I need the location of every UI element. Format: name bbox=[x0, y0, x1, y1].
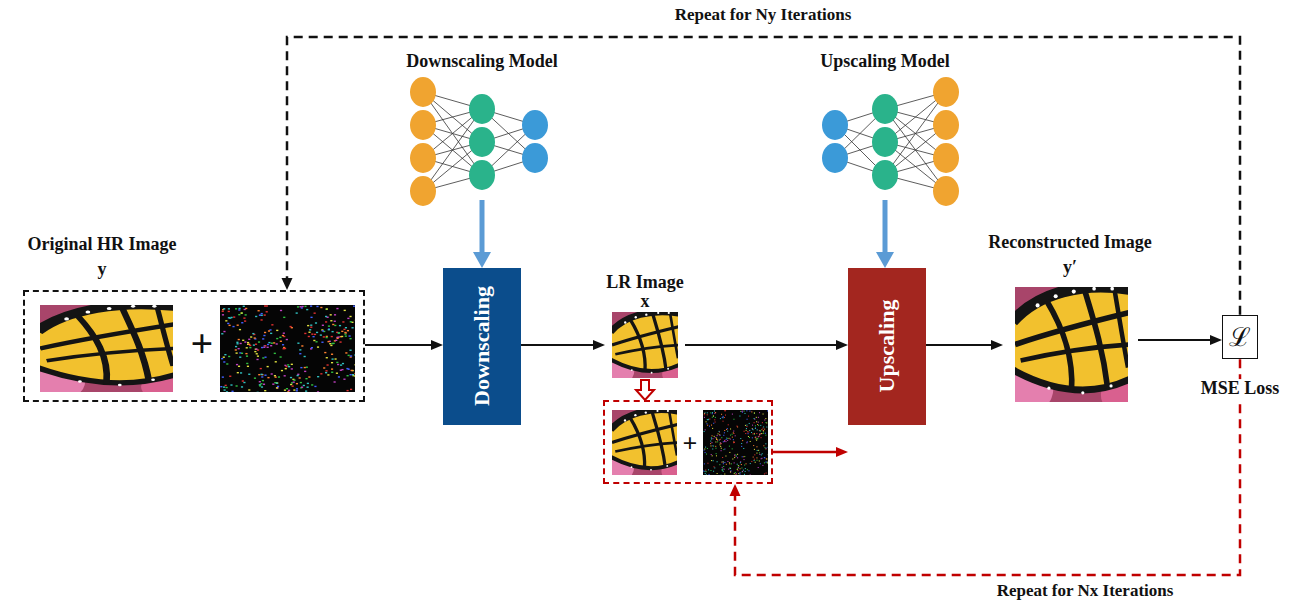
variable-name: y′ bbox=[1063, 258, 1077, 278]
image-group: LR Imagex bbox=[605, 272, 685, 380]
arrowhead bbox=[473, 252, 491, 268]
image-thumbnails bbox=[27, 287, 1133, 482]
butterfly-image bbox=[1004, 287, 1133, 414]
model-group: Upscaling Model bbox=[803, 50, 968, 200]
connector bbox=[521, 340, 605, 350]
perturbed-input-group: + bbox=[603, 400, 773, 484]
connector-line bbox=[521, 344, 595, 346]
butterfly-image bbox=[606, 410, 680, 482]
variable-name: x bbox=[641, 292, 650, 312]
model-title: Upscaling Model bbox=[820, 52, 950, 72]
connector-line bbox=[287, 37, 1240, 315]
network-neuron bbox=[933, 77, 959, 107]
network-neuron bbox=[933, 110, 959, 140]
network-neuron bbox=[410, 110, 436, 140]
network-neuron bbox=[410, 143, 436, 173]
network-neuron bbox=[933, 143, 959, 173]
loss-name: MSE Loss bbox=[1198, 379, 1283, 399]
connector bbox=[685, 340, 848, 350]
block-label: Downscaling bbox=[470, 286, 494, 406]
loss-symbol: ℒ bbox=[1229, 324, 1251, 353]
arrowhead bbox=[836, 340, 848, 350]
arrowhead bbox=[730, 484, 741, 496]
loop-label: Repeat for Nx Iterations bbox=[994, 582, 1177, 601]
connector bbox=[876, 200, 894, 268]
image-group: Reconstructed Imagey′ bbox=[1003, 230, 1138, 408]
loop-label: Repeat for Ny Iterations bbox=[672, 6, 855, 25]
arrowhead bbox=[876, 252, 894, 268]
downscaling-block: Downscaling bbox=[443, 268, 521, 425]
network-neuron bbox=[872, 127, 898, 157]
noise-image bbox=[703, 410, 769, 476]
network-neuron bbox=[410, 176, 436, 206]
plus-sign: + bbox=[683, 430, 698, 459]
image-title: Original HR Image bbox=[28, 235, 177, 255]
connector bbox=[636, 380, 654, 400]
plus-sign: + bbox=[191, 322, 214, 366]
connector bbox=[365, 340, 443, 350]
upscaling-block: Upscaling bbox=[848, 268, 926, 425]
connector bbox=[773, 447, 848, 457]
network-neuron bbox=[522, 110, 548, 140]
arrowhead bbox=[991, 340, 1003, 350]
connector bbox=[730, 359, 1241, 575]
connector bbox=[282, 37, 1241, 315]
connector-line bbox=[883, 200, 888, 255]
butterfly-image bbox=[27, 305, 179, 401]
arrowhead bbox=[431, 340, 443, 350]
noise-image bbox=[220, 305, 357, 393]
model-group: Downscaling Model bbox=[400, 50, 565, 200]
network-neuron bbox=[469, 94, 495, 124]
image-title: LR Image bbox=[606, 273, 684, 293]
connector bbox=[1138, 335, 1222, 345]
variable-name: y bbox=[98, 260, 107, 280]
network-neuron bbox=[469, 127, 495, 157]
connector-line bbox=[365, 344, 433, 346]
network-neuron bbox=[872, 160, 898, 190]
neural-network-icons bbox=[410, 77, 959, 206]
network-neuron bbox=[822, 143, 848, 173]
arrowhead bbox=[282, 278, 293, 290]
connector-line bbox=[685, 344, 838, 346]
network-neuron bbox=[410, 77, 436, 107]
network-neuron bbox=[933, 176, 959, 206]
network-neuron bbox=[822, 110, 848, 140]
network-neuron bbox=[469, 160, 495, 190]
block-label: Upscaling bbox=[875, 300, 899, 393]
connector-line bbox=[735, 359, 1240, 575]
butterfly-image bbox=[605, 312, 680, 385]
arrowhead bbox=[1210, 335, 1222, 345]
arrowhead bbox=[593, 340, 605, 350]
loss-box: ℒMSE Loss bbox=[1222, 315, 1258, 360]
connector bbox=[926, 340, 1003, 350]
input-group: Original HR Imagey+ bbox=[23, 290, 365, 402]
connector bbox=[473, 200, 491, 268]
network-neuron bbox=[872, 94, 898, 124]
image-title: Reconstructed Image bbox=[988, 233, 1151, 253]
connector-line bbox=[926, 344, 993, 346]
model-title: Downscaling Model bbox=[406, 52, 558, 72]
arrowhead bbox=[836, 447, 848, 457]
connector-line bbox=[773, 451, 838, 454]
connector-line bbox=[480, 200, 485, 255]
connector-line bbox=[1138, 339, 1212, 341]
hollow-arrow bbox=[636, 380, 654, 400]
network-neuron bbox=[522, 143, 548, 173]
